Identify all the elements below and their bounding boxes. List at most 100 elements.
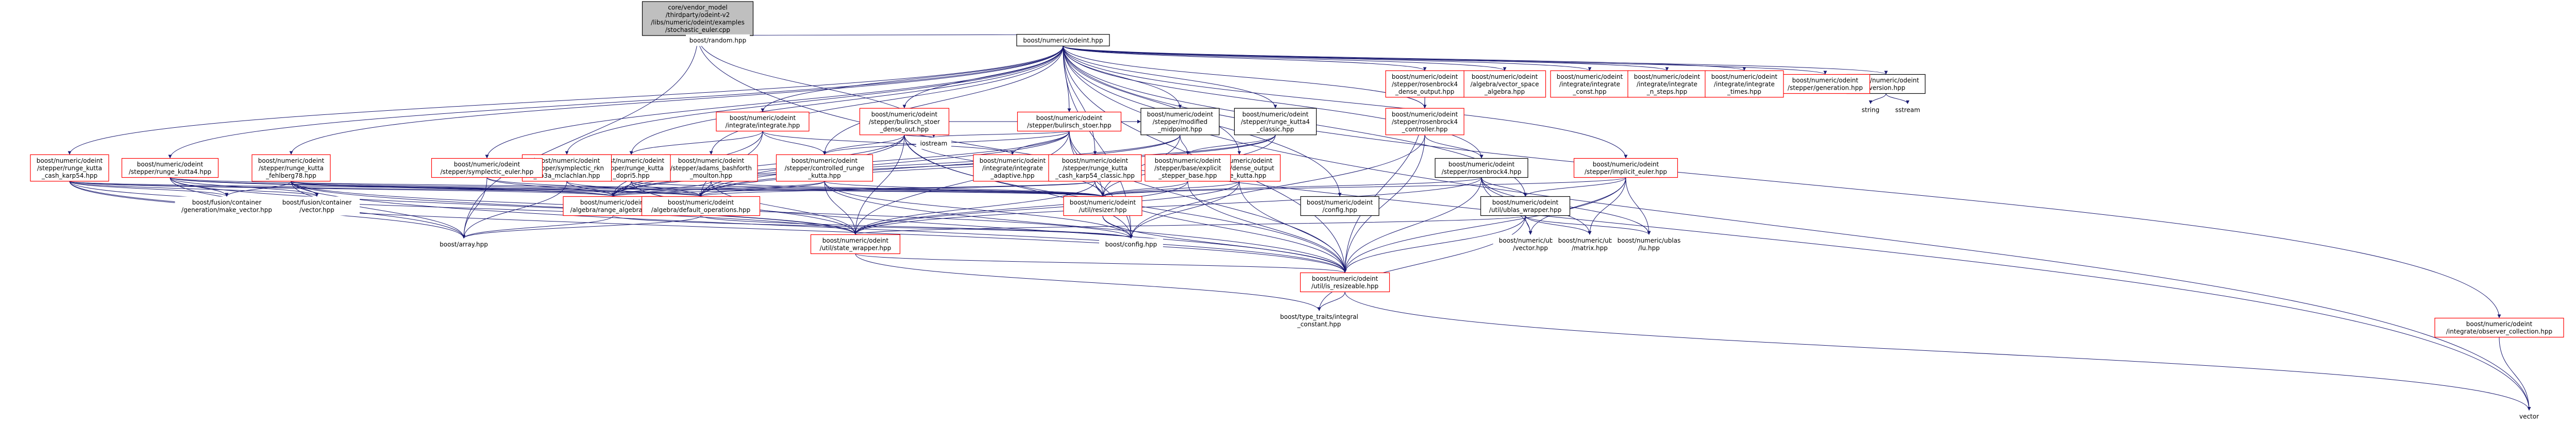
node-box xyxy=(1611,234,1687,254)
node-sstream[interactable]: sstream xyxy=(1892,104,1924,116)
edge-rk-fehlberg78-to-range-algebra xyxy=(291,181,615,197)
node-ros4-ctrl[interactable]: boost/numeric/odeint/stepper/rosenbrock4… xyxy=(1385,108,1464,135)
edge-version-to-string xyxy=(1868,93,1887,104)
node-explicit-base[interactable]: boost/numeric/odeint/stepper/base/explic… xyxy=(1144,154,1231,182)
node-box xyxy=(1857,104,1884,116)
edge-odeint-to-symplectic-rkn xyxy=(565,46,1064,155)
node-modified-midpoint[interactable]: boost/numeric/odeint/stepper/modified_mi… xyxy=(1140,108,1220,135)
edge-odeint-to-version xyxy=(1063,45,1888,75)
node-observer-coll[interactable]: boost/numeric/odeint/integrate/observer_… xyxy=(2434,317,2564,338)
node-label-line: _constant.hpp xyxy=(1297,321,1341,328)
edge-odeint-to-dense-rk xyxy=(1063,46,1241,155)
node-int-adaptive[interactable]: boost/numeric/odeint/integrate/integrate… xyxy=(973,154,1052,182)
node-box xyxy=(431,158,543,178)
node-adams-bashforth[interactable]: boost/numeric/odeint/stepper/adams_bashf… xyxy=(664,154,758,182)
node-type-traits[interactable]: boost/type_traits/integral_constant.hpp xyxy=(1269,311,1369,330)
node-box xyxy=(776,154,873,182)
node-random[interactable]: boost/random.hpp xyxy=(686,34,750,46)
node-label-line: _dense_out.hpp xyxy=(880,126,929,133)
node-label-line: boost/numeric/odeint xyxy=(792,157,858,164)
node-label-line: /stepper/runge_kutta xyxy=(1063,164,1127,172)
edge-bs-dense-to-boost-config xyxy=(904,134,1133,239)
edge-rk4-to-resizer xyxy=(170,177,1104,197)
node-ublas-wrapper[interactable]: boost/numeric/odeint/util/ublas_wrapper.… xyxy=(1480,196,1571,216)
node-boost-config[interactable]: boost/config.hpp xyxy=(1099,238,1163,250)
node-rk-fehlberg78[interactable]: boost/numeric/odeint/stepper/runge_kutta… xyxy=(251,154,331,182)
node-label-line: boost/numeric/odeint xyxy=(678,157,745,164)
node-bs[interactable]: boost/numeric/odeint/stepper/bulirsch_st… xyxy=(1017,111,1122,132)
edge-odeint-to-int-times xyxy=(1063,45,1746,71)
node-rk-cash-karp54-classic[interactable]: boost/numeric/odeint/stepper/runge_kutta… xyxy=(1048,154,1142,182)
node-box xyxy=(2515,410,2543,422)
node-rk-cash-karp54[interactable]: boost/numeric/odeint/stepper/runge_kutta… xyxy=(30,154,109,182)
node-ros4[interactable]: boost/numeric/odeint/stepper/rosenbrock4… xyxy=(1435,158,1528,178)
node-label-line: /integrate/integrate.hpp xyxy=(726,122,800,129)
node-fusion-vector[interactable]: boost/fusion/container/vector.hpp xyxy=(274,196,360,216)
node-label-line: /stepper/generation.hpp xyxy=(1788,84,1863,92)
edge-ros4-ctrl-to-ros4 xyxy=(1424,134,1484,159)
edge-implicit-euler-to-ublas-lu xyxy=(1625,177,1651,235)
node-is-resizeable[interactable]: boost/numeric/odeint/util/is_resizeable.… xyxy=(1300,272,1390,293)
node-state-wrapper[interactable]: boost/numeric/odeint/util/state_wrapper.… xyxy=(810,234,901,254)
node-label-line: /stepper/runge_kutta xyxy=(599,164,664,172)
node-label-line: boost/numeric/odeint xyxy=(1711,73,1778,80)
edge-explicit-base-to-is-resizeable xyxy=(1187,181,1347,273)
node-symplectic-euler[interactable]: boost/numeric/odeint/stepper/symplectic_… xyxy=(431,158,543,178)
node-label-line: _kutta.hpp xyxy=(807,172,841,179)
edge-odeint-to-rk4-classic xyxy=(1063,46,1277,109)
node-label-line: /stepper/bulirsch_stoer.hpp xyxy=(1027,122,1111,129)
node-label-line: _dense_output.hpp xyxy=(1395,88,1454,95)
edge-rk-fehlberg78-to-resizer xyxy=(291,181,1104,197)
edge-controlled-rk-to-default-ops xyxy=(699,181,825,197)
edge-dense-rk-to-boost-config xyxy=(1129,181,1240,239)
node-label-line: boost/numeric/odeint xyxy=(137,161,204,168)
edge-ublas-wrapper-to-type-traits xyxy=(1317,215,1526,311)
edge-odeint-to-int-nsteps xyxy=(1063,45,1669,71)
node-label-line: /libs/numeric/odeint/examples xyxy=(651,19,745,26)
edge-ublas-wrapper-to-ublas-matrix xyxy=(1525,215,1592,235)
edge-ublas-wrapper-to-state-wrapper xyxy=(853,215,1526,235)
node-bs-dense[interactable]: boost/numeric/odeint/stepper/bulirsch_st… xyxy=(859,108,950,135)
node-rk4-classic[interactable]: boost/numeric/odeint/stepper/runge_kutta… xyxy=(1234,108,1317,135)
node-default-ops[interactable]: boost/numeric/odeint/algebra/default_ope… xyxy=(641,196,761,216)
node-iostream[interactable]: iostream xyxy=(916,137,951,149)
node-vs-algebra[interactable]: boost/numeric/odeint/algebra/vector_spac… xyxy=(1463,70,1546,98)
node-label-line: /stepper/adams_bashforth xyxy=(670,164,752,172)
node-label-line: boost/fusion/container xyxy=(282,199,352,206)
edge-rk-cash-karp54-classic-to-state-wrapper xyxy=(853,181,1096,235)
node-label-line: /stepper/runge_kutta xyxy=(259,164,324,172)
edge-symplectic-euler-to-default-ops xyxy=(486,177,703,197)
node-label-line: sstream xyxy=(1895,106,1920,113)
node-rk4[interactable]: boost/numeric/odeint/stepper/runge_kutta… xyxy=(121,158,219,178)
node-int-nsteps[interactable]: boost/numeric/odeint/integrate/integrate… xyxy=(1627,70,1707,98)
node-vector[interactable]: vector xyxy=(2515,410,2543,422)
node-controlled-rk[interactable]: boost/numeric/odeint/stepper/controlled_… xyxy=(776,154,873,182)
edge-odeint-to-symplectic-euler xyxy=(485,46,1064,159)
node-integrate[interactable]: boost/numeric/odeint/integrate/integrate… xyxy=(716,111,810,132)
edge-rk-fehlberg78-to-fusion-make-vector xyxy=(225,181,292,197)
node-odeint[interactable]: boost/numeric/odeint.hpp xyxy=(1016,34,1110,46)
node-fusion-make-vector[interactable]: boost/fusion/container/generation/make_v… xyxy=(175,196,279,216)
edge-explicit-base-to-resizer xyxy=(1101,181,1188,197)
node-string[interactable]: string xyxy=(1857,104,1884,116)
node-box xyxy=(859,108,950,135)
node-implicit-euler[interactable]: boost/numeric/odeint/stepper/implicit_eu… xyxy=(1573,158,1678,178)
node-label-line: boost/random.hpp xyxy=(689,37,747,44)
node-label-line: boost/numeric/odeint xyxy=(730,114,796,122)
node-config[interactable]: boost/numeric/odeint/config.hpp xyxy=(1300,196,1379,216)
node-resizer[interactable]: boost/numeric/odeint/util/resizer.hpp xyxy=(1063,196,1142,216)
node-int-const[interactable]: boost/numeric/odeint/integrate/integrate… xyxy=(1550,70,1629,98)
node-box xyxy=(973,154,1052,182)
node-box xyxy=(1385,70,1464,98)
node-label-line: /lu.hpp xyxy=(1638,245,1660,252)
node-label-line: boost/numeric/odeint xyxy=(1062,157,1129,164)
node-root[interactable]: core/vendor_model/thirdparty/odeint-v2/l… xyxy=(642,1,754,36)
node-generation[interactable]: boost/numeric/odeint/stepper/generation.… xyxy=(1780,74,1871,94)
node-label-line: /version.hpp xyxy=(1867,84,1906,92)
node-ros4-dense[interactable]: boost/numeric/odeint/stepper/rosenbrock4… xyxy=(1385,70,1464,98)
node-label-line: boost/numeric/odeint xyxy=(2466,320,2533,328)
edge-rk-fehlberg78-to-default-ops xyxy=(291,181,703,197)
node-int-times[interactable]: boost/numeric/odeint/integrate/integrate… xyxy=(1705,70,1784,98)
node-ublas-lu[interactable]: boost/numeric/ublas/lu.hpp xyxy=(1611,234,1687,254)
node-array[interactable]: boost/array.hpp xyxy=(433,238,494,250)
